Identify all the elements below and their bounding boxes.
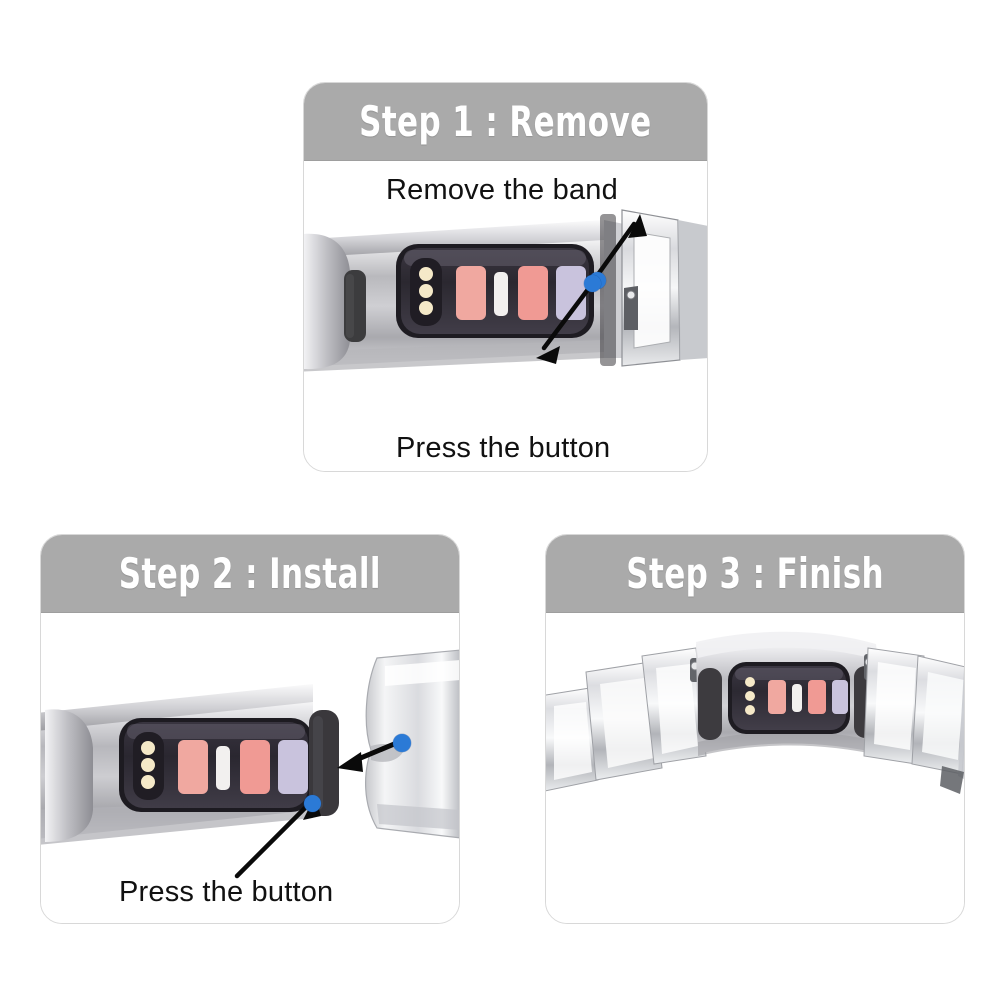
indicator-dot-3 [141,775,155,789]
step-3-header: Step 3 : Finish [546,535,964,613]
display-bar-4 [556,266,586,320]
step-panel-2: Step 2 : Install [40,534,460,924]
indicator-dot-2 [745,691,755,701]
detached-band-piece-step2 [365,649,459,839]
tracker-display-step1 [396,244,594,338]
pointer-dot-press-button-step2 [304,795,321,812]
display-bar-2 [216,746,230,790]
indicator-dot-1 [745,677,755,687]
step-panel-3: Step 3 : Finish [545,534,965,924]
step-2-header: Step 2 : Install [41,535,459,613]
tracker-display-step3 [728,662,850,734]
display-bar-1 [178,740,208,794]
display-bar-3 [808,680,826,714]
caption-press-the-button-step1: Press the button [396,432,611,464]
indicator-dot-1 [419,267,433,281]
step-3-body [546,614,964,923]
display-bar-1 [456,266,486,320]
display-bar-1 [768,680,786,714]
indicator-dot-3 [419,301,433,315]
step-2-illustration [41,649,459,879]
display-bar-4 [832,680,848,714]
indicator-dot-2 [141,758,155,772]
indicator-dot-3 [745,705,755,715]
step-2-title: Step 2 : Install [118,549,382,598]
step-3-title: Step 3 : Finish [626,549,884,598]
indicator-dot-2 [419,284,433,298]
step-1-body: Remove the band Press the button [304,162,707,471]
indicator-dot-1 [141,741,155,755]
tracker-display-step2 [119,718,313,812]
step-3-illustration [546,631,964,794]
annotation-install-arrow-step2 [337,739,402,772]
step-1-title: Step 1 : Remove [359,97,652,146]
display-bar-2 [494,272,508,316]
bracelet-right-step3 [863,647,964,794]
annotation-remove-band-step1 [591,214,647,283]
step-1-illustration [304,209,707,372]
release-button-step2 [309,710,339,816]
display-bar-2 [792,684,802,712]
display-bar-3 [240,740,270,794]
step-panel-1: Step 1 : Remove [303,82,708,472]
pointer-dot-press-button [584,275,601,292]
display-bar-3 [518,266,548,320]
display-bar-4 [278,740,308,794]
detaching-band-link-step1 [600,209,707,367]
pointer-dot-band-piece [393,734,411,752]
caption-press-the-button-step2: Press the button [119,876,334,908]
step-1-header: Step 1 : Remove [304,83,707,161]
step-2-body: Press the button [41,614,459,923]
caption-remove-the-band: Remove the band [386,174,618,206]
annotation-press-button-step1 [536,281,595,364]
bracelet-left-step3 [546,647,707,792]
